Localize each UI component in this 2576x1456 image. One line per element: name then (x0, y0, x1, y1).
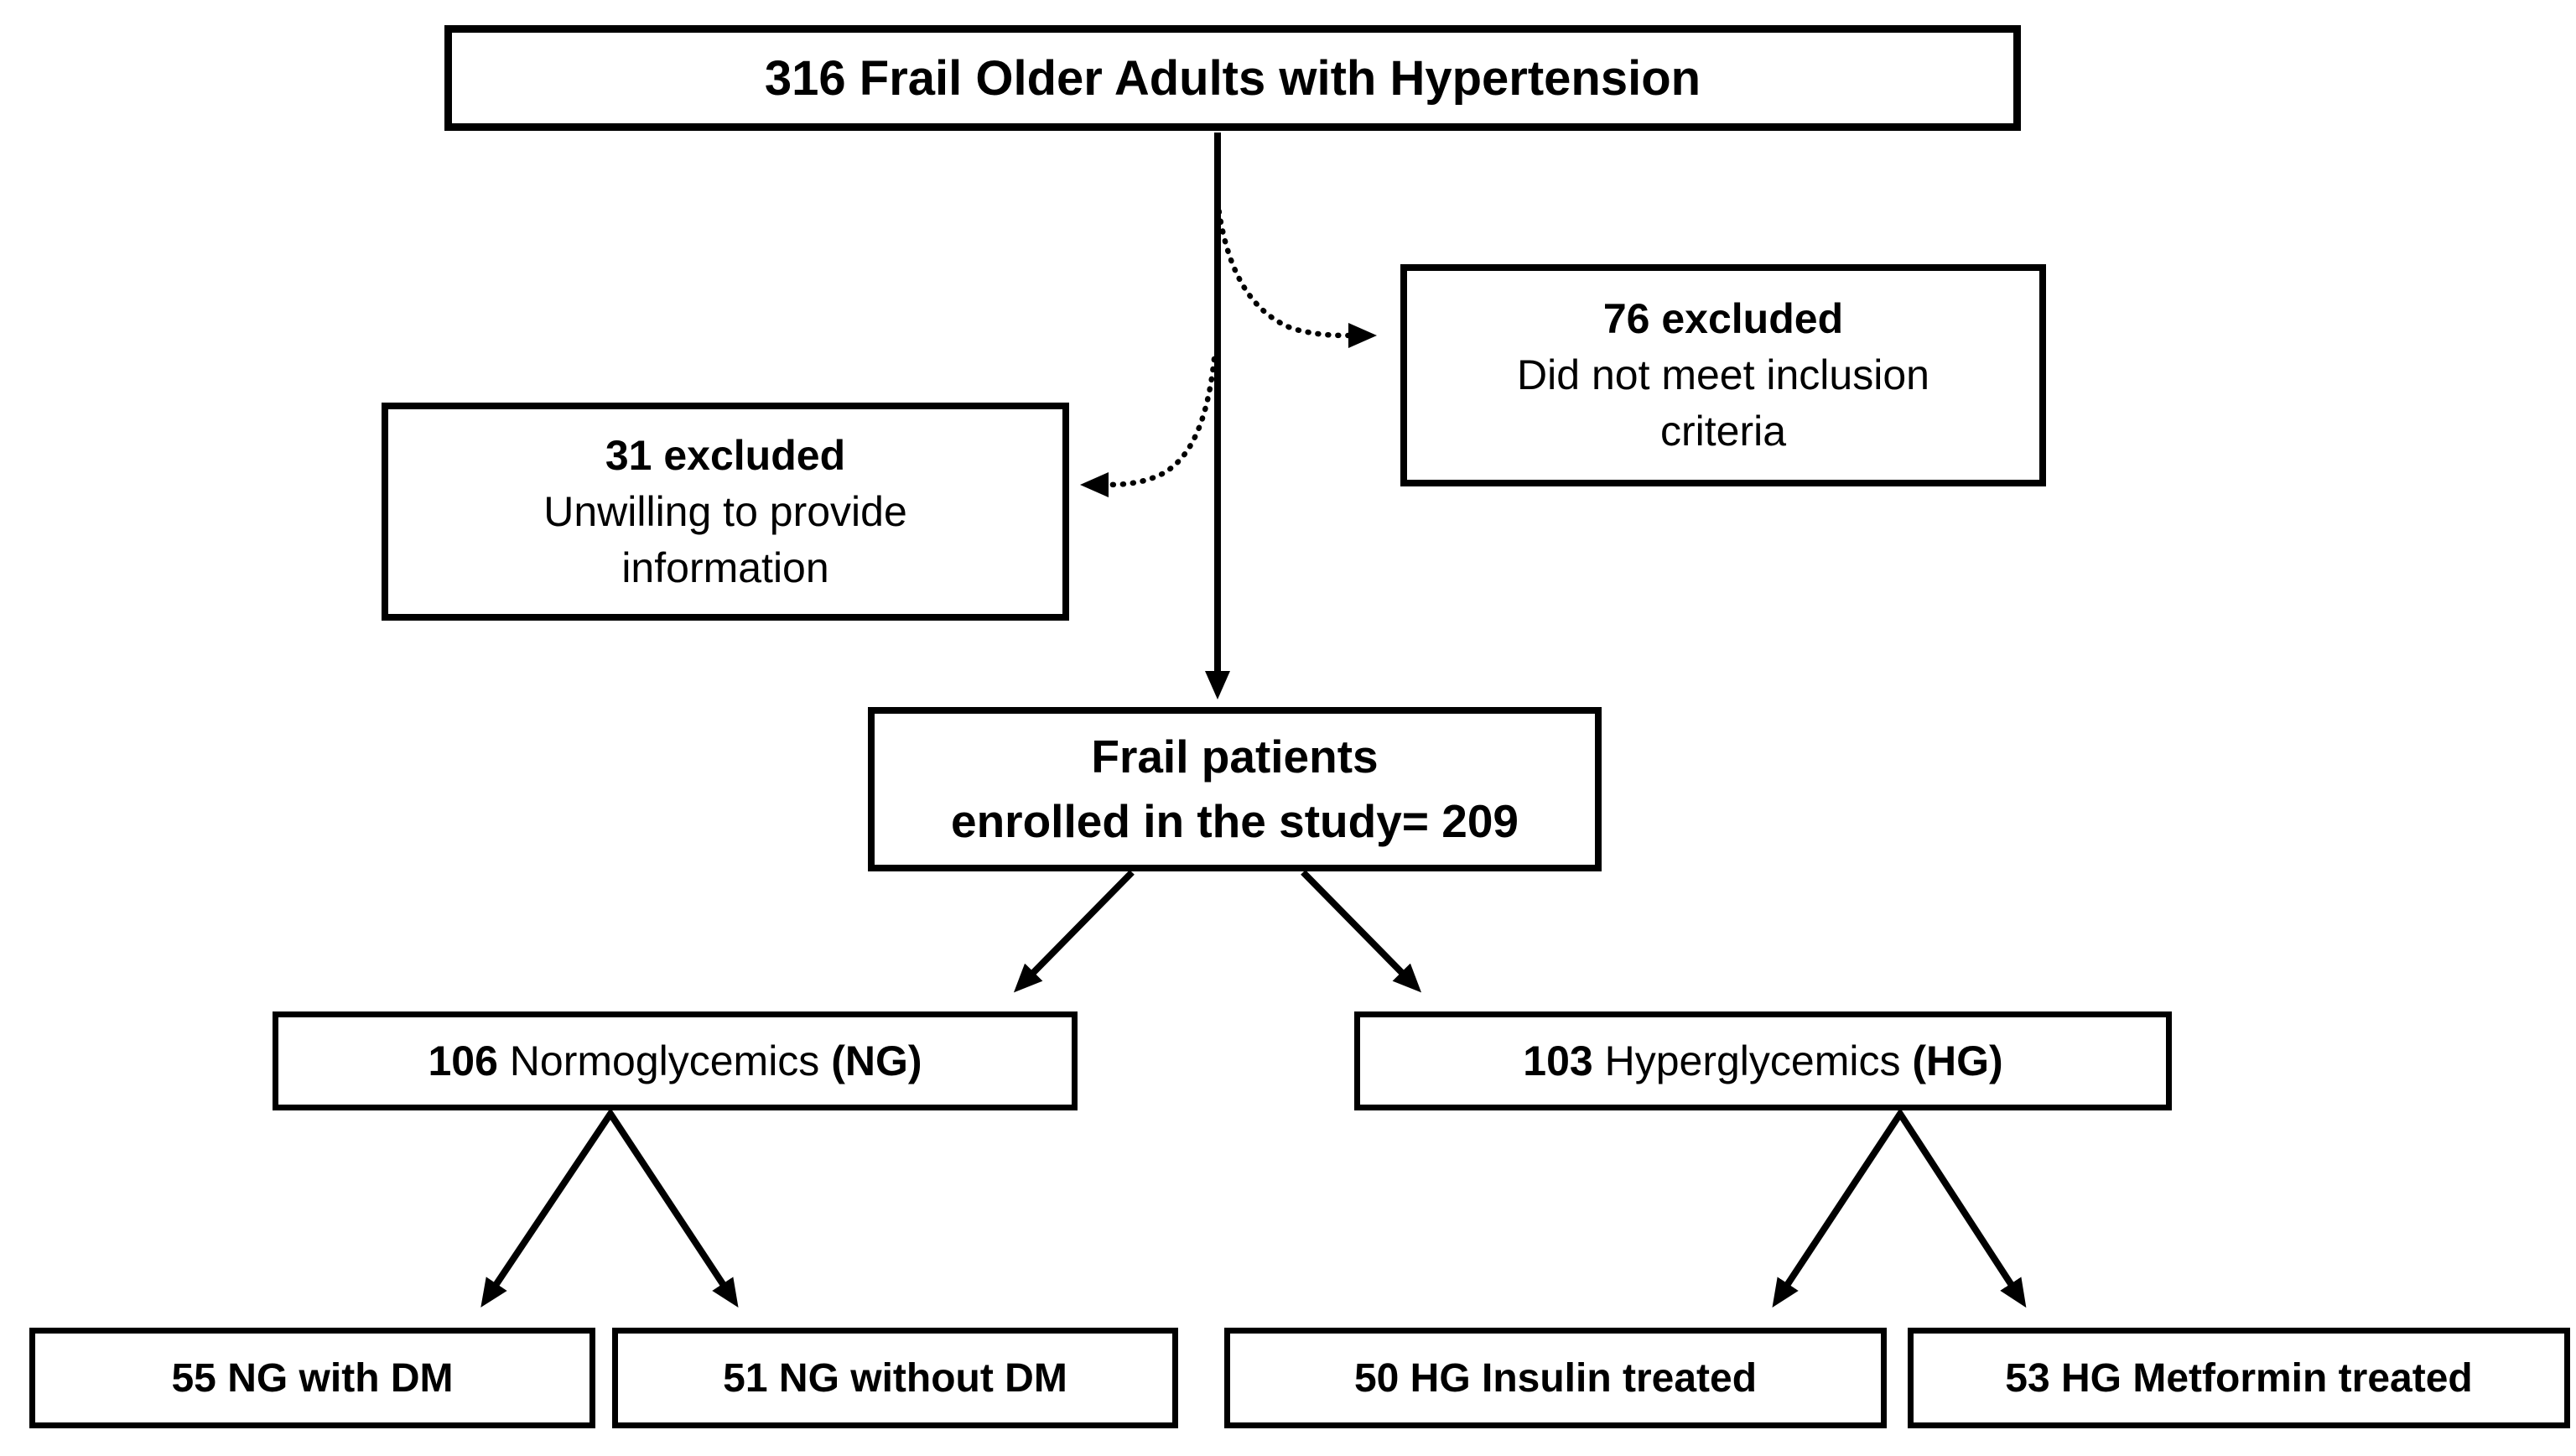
ng-count: 106 (428, 1037, 510, 1084)
hg-insulin-box: 50 HG Insulin treated (1224, 1328, 1887, 1428)
excluded-unwilling-line2: information (621, 543, 829, 591)
hg-abbr: (HG) (1912, 1037, 2003, 1084)
excluded-unwilling-box: 31 excluded Unwilling to provide informa… (382, 403, 1069, 621)
hg-metformin-text: 53 HG Metformin treated (2005, 1355, 2473, 1401)
excluded-unwilling-line1: Unwilling to provide (543, 487, 907, 535)
enrolled-box: Frail patients enrolled in the study= 20… (868, 707, 1602, 871)
ng-abbr: (NG) (831, 1037, 922, 1084)
hg-count: 103 (1523, 1037, 1605, 1084)
hg-label: Hyperglycemics (1604, 1037, 1913, 1084)
arrow-dotted-to-excluded-unwilling (1080, 356, 1218, 497)
arrow-dotted-to-excluded-criteria (1214, 198, 1377, 348)
hyperglycemics-text: 103 Hyperglycemics (HG) (1523, 1037, 2002, 1085)
excluded-criteria-title: 76 excluded (1602, 295, 1844, 342)
normoglycemics-box: 106 Normoglycemics (NG) (273, 1011, 1078, 1110)
ng-with-dm-box: 55 NG with DM (29, 1328, 595, 1428)
screened-text: 316 Frail Older Adults with Hypertension (764, 50, 1701, 106)
ng-without-dm-text: 51 NG without DM (723, 1355, 1067, 1401)
excluded-criteria-line1: Did not meet inclusion (1517, 351, 1929, 398)
enrolled-line2: enrolled in the study= 209 (951, 795, 1519, 847)
arrow-ng-split (480, 1107, 739, 1308)
hg-metformin-box: 53 HG Metformin treated (1908, 1328, 2570, 1428)
arrow-enrolled-to-ng (1013, 870, 1135, 993)
hg-insulin-text: 50 HG Insulin treated (1353, 1355, 1758, 1401)
excluded-unwilling-title: 31 excluded (605, 431, 846, 479)
excluded-criteria-box: 76 excluded Did not meet inclusion crite… (1400, 264, 2046, 486)
hyperglycemics-box: 103 Hyperglycemics (HG) (1354, 1011, 2172, 1110)
ng-without-dm-box: 51 NG without DM (612, 1328, 1178, 1428)
arrow-hg-split (1772, 1107, 2027, 1308)
screened-box: 316 Frail Older Adults with Hypertension (444, 25, 2021, 131)
enrolled-line1: Frail patients (1091, 731, 1379, 783)
normoglycemics-text: 106 Normoglycemics (NG) (428, 1037, 922, 1085)
ng-with-dm-text: 55 NG with DM (171, 1355, 454, 1401)
excluded-criteria-line2: criteria (1659, 408, 1787, 455)
arrow-enrolled-to-hg (1301, 870, 1422, 993)
ng-label: Normoglycemics (509, 1037, 832, 1084)
